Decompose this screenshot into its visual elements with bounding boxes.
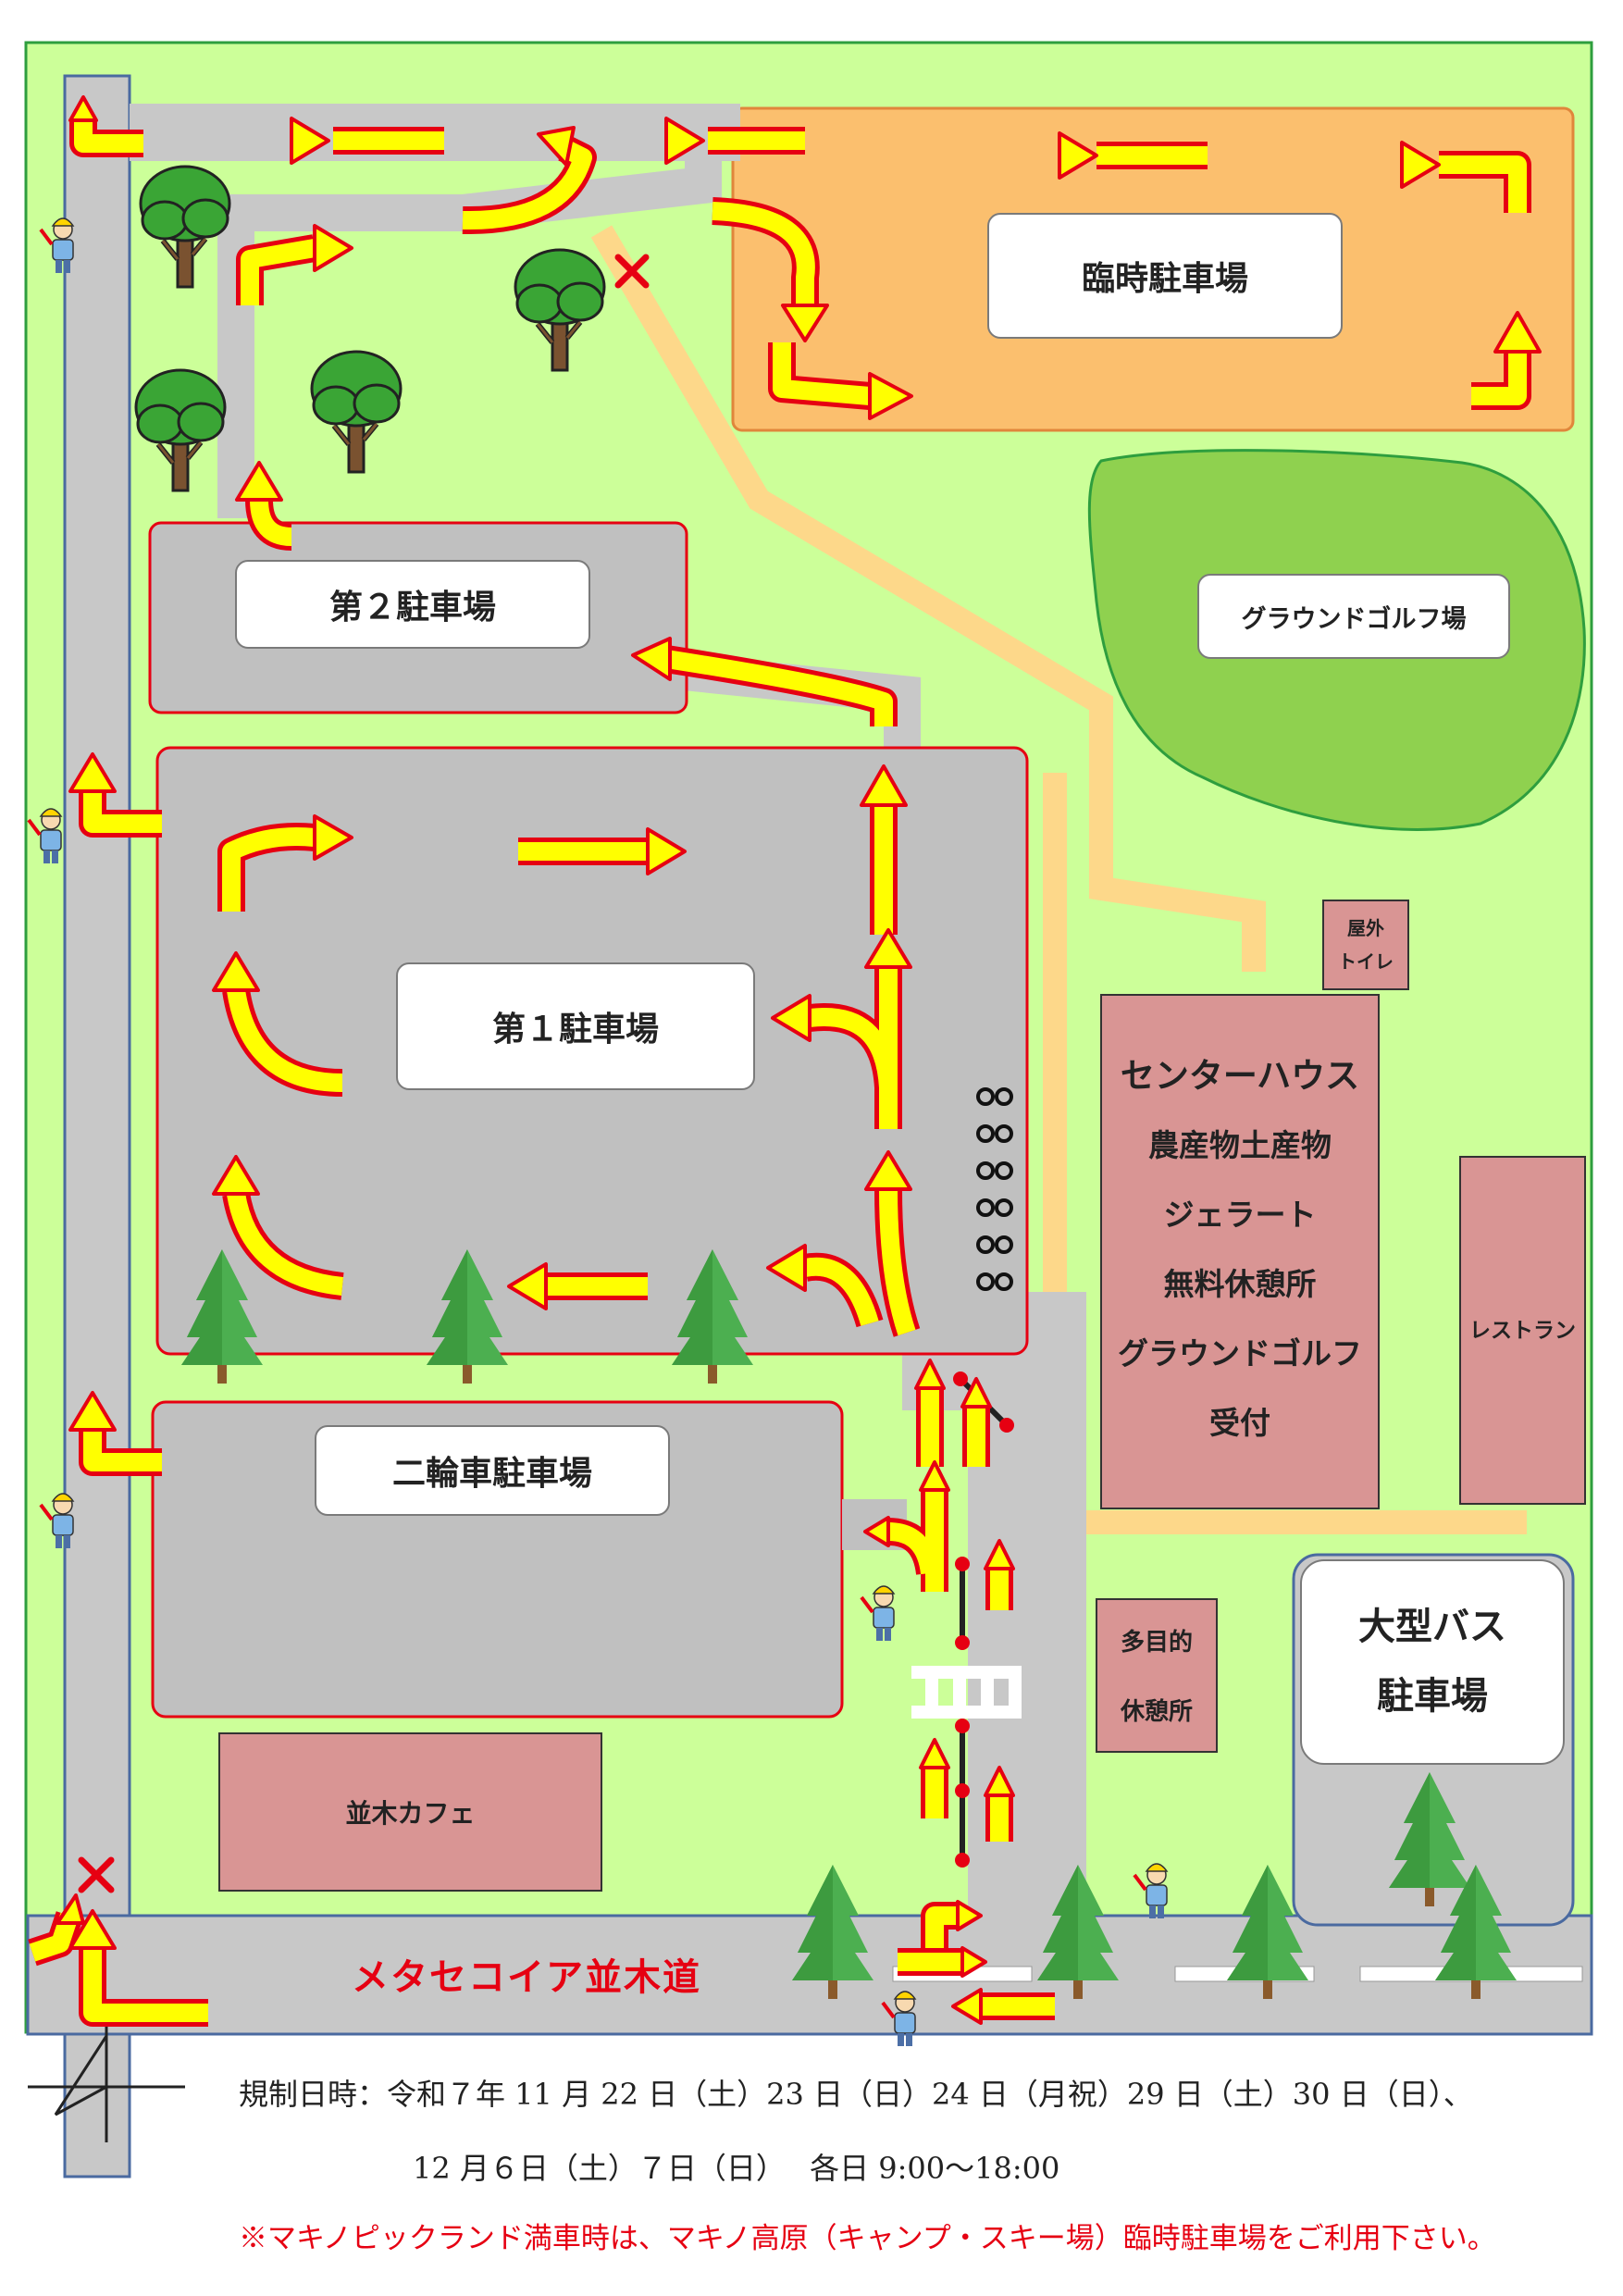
ground-golf-field-label: グラウンドゴルフ場	[1197, 574, 1510, 659]
large-bus-parking-line-1: 大型バス	[1358, 1606, 1506, 1648]
crosswalk	[911, 1666, 1022, 1719]
center-house-item: ジェラート	[1163, 1197, 1317, 1233]
temporary-parking-label: 臨時駐車場	[987, 213, 1343, 339]
center-house-title: センターハウス	[1120, 1056, 1360, 1096]
outdoor-toilet-building	[1322, 900, 1409, 990]
access-road	[217, 157, 722, 518]
full-parking-note: ※マキノピックランド満車時は、マキノ高原（キャンプ・スキー場）臨時駐車場をご利用…	[239, 2222, 1496, 2255]
north-arrow-icon	[28, 2027, 185, 2142]
regulation-line-2: 12 月６日（土）７日（日） 各日 9:00～18:00	[413, 2151, 1060, 2186]
namiki-cafe-building	[218, 1732, 602, 1892]
center-house-label: センターハウス 農産物土産物 ジェラート 無料休憩所 グラウンドゴルフ 受付	[1101, 1041, 1379, 1458]
arrowheads	[56, 95, 1542, 2025]
outdoor-toilet-line-1: 屋外	[1347, 917, 1384, 939]
namiki-cafe-label: 並木カフェ	[345, 1798, 476, 1829]
center-house-item: 無料休憩所	[1163, 1266, 1317, 1302]
center-house-item: 農産物土産物	[1148, 1127, 1332, 1163]
center-house-item: グラウンドゴルフ	[1118, 1335, 1362, 1371]
bicycle-icons	[976, 1087, 1013, 1291]
multipurpose-rest-line-1: 多目的	[1120, 1629, 1193, 1657]
motorcycle-parking-label: 二輪車駐車場	[315, 1425, 670, 1516]
restaurant-label: レストラン	[1469, 1319, 1576, 1343]
no-entry-icon	[614, 254, 650, 289]
large-bus-parking-line-2: 駐車場	[1377, 1675, 1488, 1718]
large-bus-parking-label: 大型バス 駐車場	[1300, 1559, 1565, 1765]
parking-1-label: 第１駐車場	[396, 962, 755, 1090]
regulation-line-1: 規制日時：令和７年 11 月 22 日（土）23 日（日）24 日（月祝）29 …	[239, 2077, 1473, 2112]
restaurant-building	[1459, 1156, 1586, 1505]
multipurpose-rest-label: 多目的 休憩所	[1096, 1608, 1217, 1747]
west-road	[63, 74, 131, 2178]
center-house-building	[1100, 994, 1380, 1509]
parking-2-label: 第２駐車場	[235, 560, 590, 649]
footpath	[590, 225, 1266, 972]
multipurpose-rest-line-2: 休憩所	[1120, 1698, 1193, 1726]
outdoor-toilet-line-2: トイレ	[1338, 950, 1394, 973]
no-entry-icon	[78, 1856, 115, 1893]
barrier-posts	[953, 1371, 1014, 1868]
outdoor-toilet-label: 屋外 トイレ	[1323, 912, 1408, 978]
multipurpose-rest-building	[1096, 1598, 1218, 1753]
road-name-label: メタセコイア並木道	[352, 1956, 701, 1999]
center-house-item: 受付	[1209, 1405, 1270, 1441]
